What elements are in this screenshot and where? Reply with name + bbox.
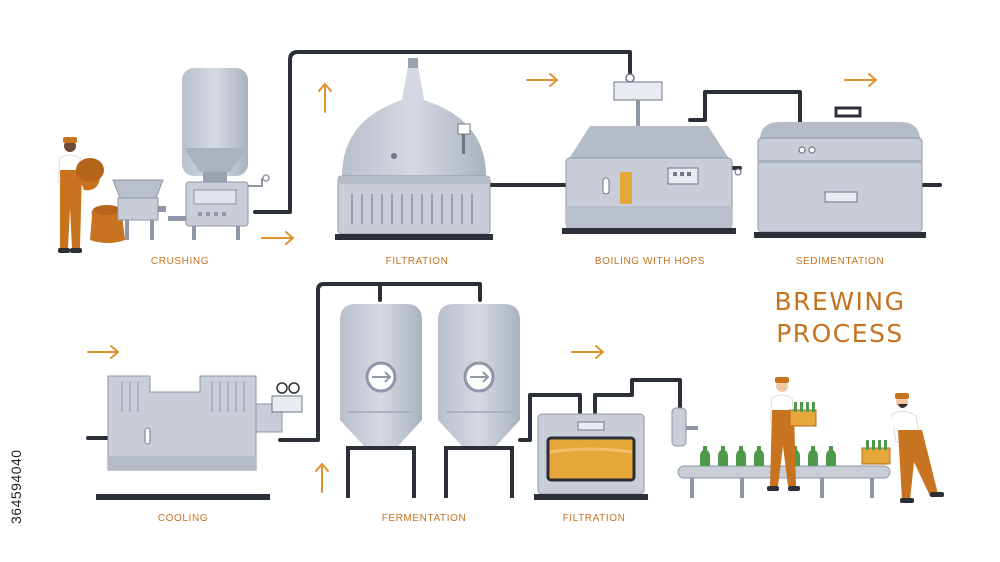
crusher-hopper: [112, 179, 164, 199]
filtration-tun: [335, 58, 493, 240]
bottling-line: [671, 407, 891, 498]
pipe-fermentation-to-filtration: [518, 393, 582, 442]
cooling-unit: [96, 375, 303, 500]
worker-icon: [57, 137, 104, 253]
arrow-up-icon: [318, 83, 332, 113]
step-label-filtration-top: FILTRATION: [385, 256, 449, 267]
fermenter-left: [340, 304, 422, 498]
grain-sack: [90, 205, 125, 243]
step-label-crushing: CRUSHING: [150, 256, 210, 267]
gauge-icon: [457, 123, 471, 154]
arrow-right-icon: [261, 231, 294, 245]
bottle-icon: [700, 446, 836, 466]
crate-icon: [789, 402, 817, 427]
arrow-right-icon: [571, 345, 604, 359]
pipe-boiling-to-sedimentation: [688, 90, 802, 124]
pipe-crushing-to-filtration: [253, 50, 632, 214]
title-line-2: PROCESS: [776, 319, 904, 348]
pipes: [86, 50, 942, 442]
fermenter-right: [438, 304, 520, 498]
side-code: 364594040: [8, 318, 26, 538]
step-label-fermentation: FERMENTATION: [381, 513, 467, 524]
pipe-filtration-to-bottling: [593, 378, 682, 414]
worker-icon: [767, 377, 817, 491]
pipe-cooling-to-fermentation: [278, 282, 382, 442]
step-label-boiling-with-hops: BOILING WITH HOPS: [594, 256, 706, 267]
vent-grille: [351, 194, 473, 224]
sedimentation-tank: [754, 106, 926, 238]
arrow-right-icon: [526, 73, 558, 87]
side-code-text: 364594040: [8, 449, 24, 524]
step-label-cooling: COOLING: [157, 513, 209, 524]
worker-icon: [861, 393, 944, 503]
arrow-right-icon: [87, 345, 119, 359]
thermometer-icon: [144, 427, 151, 445]
filtration-press: [534, 413, 648, 500]
title-line-1: BREWING: [774, 287, 906, 316]
fermentation-tanks: [340, 304, 520, 498]
flow-arrows: [87, 73, 877, 493]
thermometer-icon: [602, 177, 610, 195]
step-label-filtration-bottom: FILTRATION: [562, 513, 626, 524]
step-label-sedimentation: SEDIMENTATION: [795, 256, 885, 267]
arrow-up-icon: [315, 463, 329, 493]
arrow-right-icon: [844, 73, 877, 87]
crate-icon: [861, 440, 891, 465]
pipe-fermentation-link: [378, 282, 482, 302]
boiling-kettle: [562, 73, 742, 234]
crushing-station: [90, 68, 270, 243]
